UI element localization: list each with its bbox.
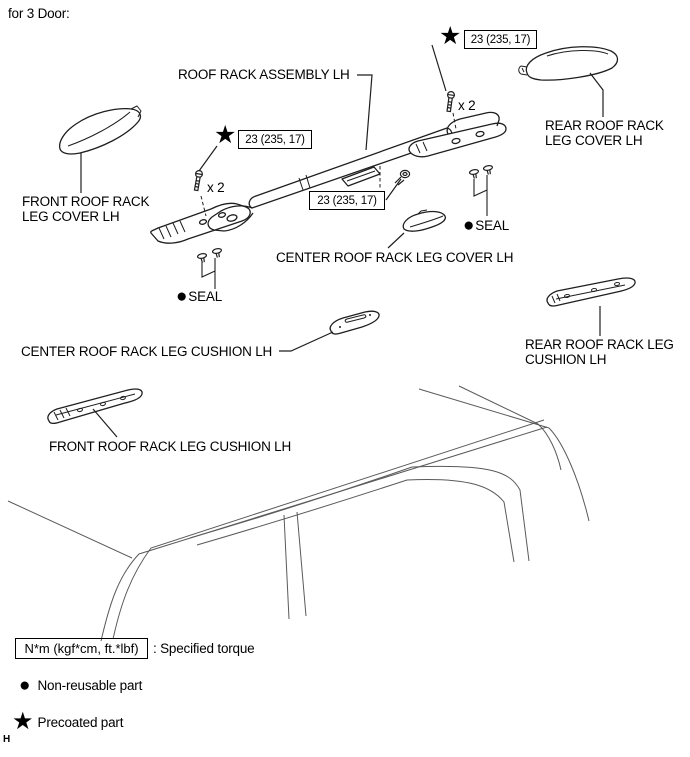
center-screw — [394, 169, 411, 186]
vehicle-roof-outline — [7, 385, 590, 642]
torque-callout-rear: 23 (235, 17) — [464, 30, 537, 49]
page-title: for 3 Door: — [8, 6, 70, 21]
torque-callout-front: 23 (235, 17) — [238, 130, 312, 149]
installation-axis-dashes — [200, 112, 457, 217]
precoated-star-icon: ★ — [214, 121, 237, 149]
part-label-rear-leg-cushion: REAR ROOF RACK LEG CUSHION LH — [525, 337, 674, 367]
precoated-star-icon: ★ — [12, 708, 34, 735]
quantity-label-rear: x 2 — [458, 98, 476, 113]
leader-lines — [80, 44, 604, 438]
part-label-roof-rack-assembly: ROOF RACK ASSEMBLY LH — [178, 67, 350, 82]
seal-pins-right — [468, 165, 494, 216]
legend-non-reusable: ● Non-reusable part — [19, 675, 143, 696]
non-reusable-dot-icon: ● — [19, 675, 31, 696]
center-leg-cover-drawing — [402, 209, 447, 232]
torque-legend-text: : Specified torque — [153, 641, 255, 656]
seal-label-text: SEAL — [475, 218, 510, 233]
non-reusable-dot-icon: ● — [463, 214, 475, 236]
quantity-label-front: x 2 — [207, 180, 225, 195]
mounting-bolt-front — [193, 169, 204, 192]
rear-leg-cover-drawing — [518, 46, 619, 81]
seal-label-left: ● SEAL — [176, 285, 223, 307]
mounting-bolt-rear — [446, 90, 456, 113]
legend-precoated: ★ Precoated part — [12, 708, 124, 735]
page-mark: H — [3, 734, 11, 745]
legend-torque: N*m (kgf*cm, ft.*lbf) : Specified torque — [15, 638, 255, 659]
seal-label-right: ● SEAL — [463, 214, 510, 236]
part-label-front-leg-cover: FRONT ROOF RACK LEG COVER LH — [22, 194, 150, 224]
center-leg-cushion-drawing — [329, 310, 380, 335]
part-label-front-leg-cushion: FRONT ROOF RACK LEG CUSHION LH — [49, 439, 292, 454]
non-reusable-dot-icon: ● — [176, 285, 188, 307]
part-label-center-leg-cushion: CENTER ROOF RACK LEG CUSHION LH — [21, 344, 273, 359]
precoated-legend-text: Precoated part — [37, 714, 124, 730]
torque-unit-box: N*m (kgf*cm, ft.*lbf) — [15, 638, 148, 659]
front-leg-cushion-drawing — [47, 388, 143, 425]
seal-pins-left — [196, 248, 223, 289]
torque-callout-center: 23 (235, 17) — [309, 191, 385, 210]
rear-leg-cushion-drawing — [546, 277, 636, 307]
non-reusable-legend-text: Non-reusable part — [37, 678, 143, 693]
precoated-star-icon: ★ — [439, 22, 462, 50]
part-label-center-leg-cover: CENTER ROOF RACK LEG COVER LH — [276, 250, 514, 265]
seal-label-text: SEAL — [188, 289, 223, 304]
roof-rack-assembly-drawing — [150, 111, 507, 244]
front-leg-cover-drawing — [58, 105, 142, 155]
part-label-rear-leg-cover: REAR ROOF RACK LEG COVER LH — [545, 118, 664, 148]
